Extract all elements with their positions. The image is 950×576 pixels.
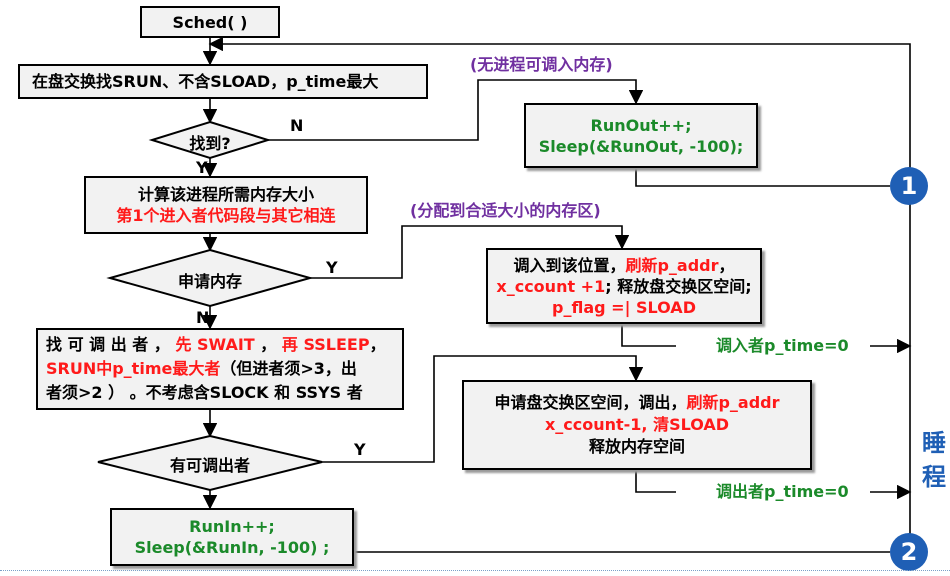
swapin-box: 调入到该位置，刷新p_addr， x_ccount +1; 释放盘交换区空间; … bbox=[486, 248, 762, 324]
label-swapout-ptime: 调出者p_time=0 bbox=[716, 482, 849, 501]
runout-box: RunOut++; Sleep(&RunOut, -100); bbox=[524, 103, 758, 168]
label-no-process: (无进程可调入内存) bbox=[470, 55, 613, 74]
swapout-line3: 释放内存空间 bbox=[588, 437, 685, 456]
decision-alloc-label: 申请内存 bbox=[177, 272, 242, 291]
arrow-alloc-yes bbox=[310, 225, 630, 279]
calc-memory-box: 计算该进程所需内存大小 第1个进入者代码段与其它相连 bbox=[84, 176, 368, 234]
side-text-2: 程 bbox=[922, 463, 946, 491]
calc-line1: 计算该进程所需内存大小 bbox=[137, 185, 314, 204]
findout-line2: SRUN中p_time最大者（但进者须>3，出 bbox=[46, 359, 357, 378]
swapout-box: 申请盘交换区空间，调出，刷新p_addr x_ccount-1, 清SLOAD … bbox=[462, 380, 812, 470]
decision-found-label: 找到? bbox=[189, 134, 231, 153]
calc-line2: 第1个进入者代码段与其它相连 bbox=[116, 206, 336, 225]
label-alloc-ok: (分配到合适大小的内存区) bbox=[410, 201, 601, 220]
findout-line3: 者须>2 ） 。不考虑含SLOCK 和 SSYS 者 bbox=[46, 383, 363, 402]
swapin-line3: p_flag =| SLOAD bbox=[552, 297, 696, 317]
runout-line1: RunOut++; bbox=[590, 115, 692, 135]
find-srun-label: 在盘交换找SRUN、不含SLOAD，p_time最大 bbox=[32, 72, 379, 91]
runin-box: RunIn++; Sleep(&RunIn, -100) ; bbox=[110, 508, 354, 566]
line-runout-to-circle1 bbox=[635, 168, 890, 187]
line-swapin-down bbox=[621, 324, 676, 347]
label-found-y: Y bbox=[196, 158, 208, 177]
step-badge-1: 1 bbox=[890, 167, 928, 205]
label-out-y: Y bbox=[354, 440, 366, 459]
runin-line1: RunIn++; bbox=[189, 517, 275, 536]
decision-out-shape bbox=[97, 434, 323, 492]
decision-alloc-shape bbox=[106, 248, 314, 308]
find-srun-box: 在盘交换找SRUN、不含SLOAD，p_time最大 bbox=[18, 64, 428, 99]
sched-box: Sched( ) bbox=[140, 6, 280, 38]
arrow-loop-back bbox=[208, 36, 911, 552]
swapout-line1: 申请盘交换区空间，调出，刷新p_addr bbox=[494, 393, 780, 412]
runin-line2: Sleep(&RunIn, -100) ; bbox=[134, 538, 330, 557]
findout-line1: 找 可 调 出 者 ， 先 SWAIT ， 再 SSLEEP， bbox=[46, 335, 386, 354]
decision-found-shape bbox=[148, 120, 272, 160]
swapin-line1: 调入到该位置，刷新p_addr， bbox=[513, 255, 735, 275]
arrow-found-no bbox=[268, 79, 644, 141]
side-text-1: 睡 bbox=[922, 429, 946, 457]
label-found-n: N bbox=[290, 116, 304, 135]
label-alloc-n: N bbox=[196, 308, 210, 327]
bottom-divider bbox=[0, 570, 950, 571]
swapin-line2: x_ccount +1; 释放盘交换区空间; bbox=[496, 276, 752, 296]
swapout-line2: x_ccount-1, 清SLOAD bbox=[544, 415, 730, 434]
arrow-out-yes bbox=[322, 355, 644, 463]
runout-line2: Sleep(&RunOut, -100); bbox=[538, 136, 744, 156]
label-alloc-y: Y bbox=[326, 258, 338, 277]
line-swapout-down bbox=[635, 470, 676, 493]
step-badge-2: 2 bbox=[890, 533, 928, 571]
decision-out-label: 有可调出者 bbox=[169, 456, 250, 475]
label-swapin-ptime: 调入者p_time=0 bbox=[716, 336, 849, 355]
find-swapout-candidate-box: 找 可 调 出 者 ， 先 SWAIT ， 再 SSLEEP， SRUN中p_t… bbox=[36, 328, 404, 410]
sched-label: Sched( ) bbox=[172, 12, 248, 32]
